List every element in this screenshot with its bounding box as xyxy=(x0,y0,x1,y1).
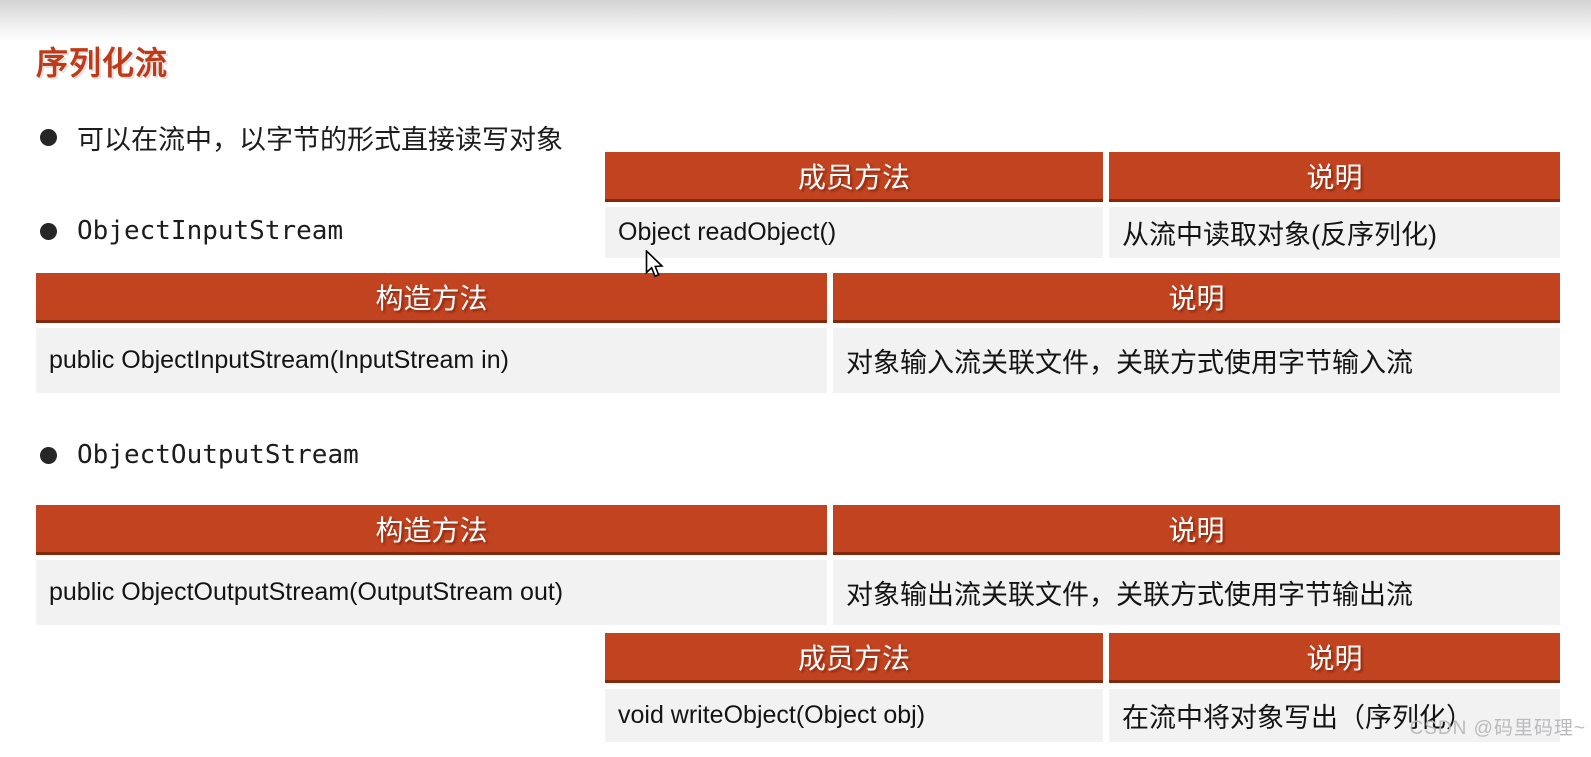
table-cell-method: public ObjectOutputStream(OutputStream o… xyxy=(36,560,827,625)
table-cell-description: 从流中读取对象(反序列化) xyxy=(1109,207,1560,258)
table-header-constructor: 构造方法 xyxy=(36,505,827,555)
table-cell-method: public ObjectInputStream(InputStream in) xyxy=(36,328,827,393)
table-input-constructor: 构造方法 说明 public ObjectInputStream(InputSt… xyxy=(36,273,1560,393)
bullet-item-objectoutputstream: ObjectOutputStream xyxy=(40,440,359,470)
table-header-description: 说明 xyxy=(1109,152,1560,202)
bullet-label: ObjectOutputStream xyxy=(77,440,359,470)
table-header-method: 成员方法 xyxy=(605,633,1103,683)
table-output-member-methods: 成员方法 说明 void writeObject(Object obj) 在流中… xyxy=(605,633,1560,742)
table-header-constructor: 构造方法 xyxy=(36,273,827,323)
table-cell-description: 在流中将对象写出（序列化） xyxy=(1109,689,1560,742)
table-cell-description: 对象输入流关联文件，关联方式使用字节输入流 xyxy=(833,328,1560,393)
bullet-dot-icon xyxy=(40,446,57,464)
watermark-text: CSDN @码里码理~ xyxy=(1409,718,1586,739)
table-header-description: 说明 xyxy=(1109,633,1560,683)
table-cell-method: void writeObject(Object obj) xyxy=(605,689,1103,742)
bullet-item-intro: 可以在流中，以字节的形式直接读写对象 xyxy=(40,118,563,157)
mouse-cursor-icon xyxy=(645,249,667,280)
table-output-constructor: 构造方法 说明 public ObjectOutputStream(Output… xyxy=(36,505,1560,625)
table-cell-description: 对象输出流关联文件，关联方式使用字节输出流 xyxy=(833,560,1560,625)
bullet-item-objectinputstream: ObjectInputStream xyxy=(40,216,343,246)
page-title: 序列化流 xyxy=(36,45,169,81)
bullet-label: 可以在流中，以字节的形式直接读写对象 xyxy=(77,125,563,155)
table-header-description: 说明 xyxy=(833,505,1560,555)
table-cell-method: Object readObject() xyxy=(605,207,1103,258)
top-gradient-band xyxy=(0,0,1591,42)
table-input-member-methods: 成员方法 说明 Object readObject() 从流中读取对象(反序列化… xyxy=(605,152,1560,258)
table-header-method: 成员方法 xyxy=(605,152,1103,202)
bullet-label: ObjectInputStream xyxy=(77,216,344,246)
bullet-dot-icon xyxy=(40,129,57,146)
bullet-dot-icon xyxy=(40,222,57,240)
table-header-description: 说明 xyxy=(833,273,1560,323)
